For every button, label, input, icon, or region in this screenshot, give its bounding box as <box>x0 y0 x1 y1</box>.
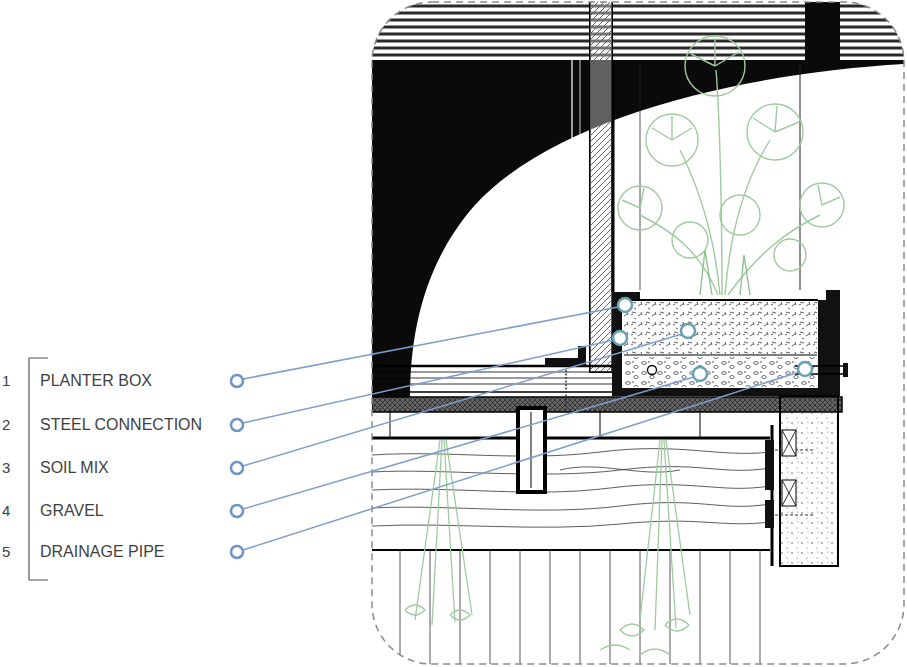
part-name: GRAVEL <box>40 501 104 521</box>
callout-number: 3 <box>2 458 10 478</box>
part-name: STEEL CONNECTION <box>40 415 202 435</box>
callout-number: 4 <box>2 501 10 521</box>
part-name: DRAINAGE PIPE <box>40 542 164 562</box>
callout-number: 5 <box>2 542 10 562</box>
leader-lines <box>243 307 799 550</box>
part-name: PLANTER BOX <box>40 371 152 391</box>
leader-end-markers <box>613 298 812 381</box>
callout-number: 2 <box>2 415 10 435</box>
part-name: SOIL MIX <box>40 458 109 478</box>
leader-start-markers <box>231 375 243 558</box>
detail-section <box>372 2 904 664</box>
plant <box>618 36 844 295</box>
callout-number: 1 <box>2 371 10 391</box>
